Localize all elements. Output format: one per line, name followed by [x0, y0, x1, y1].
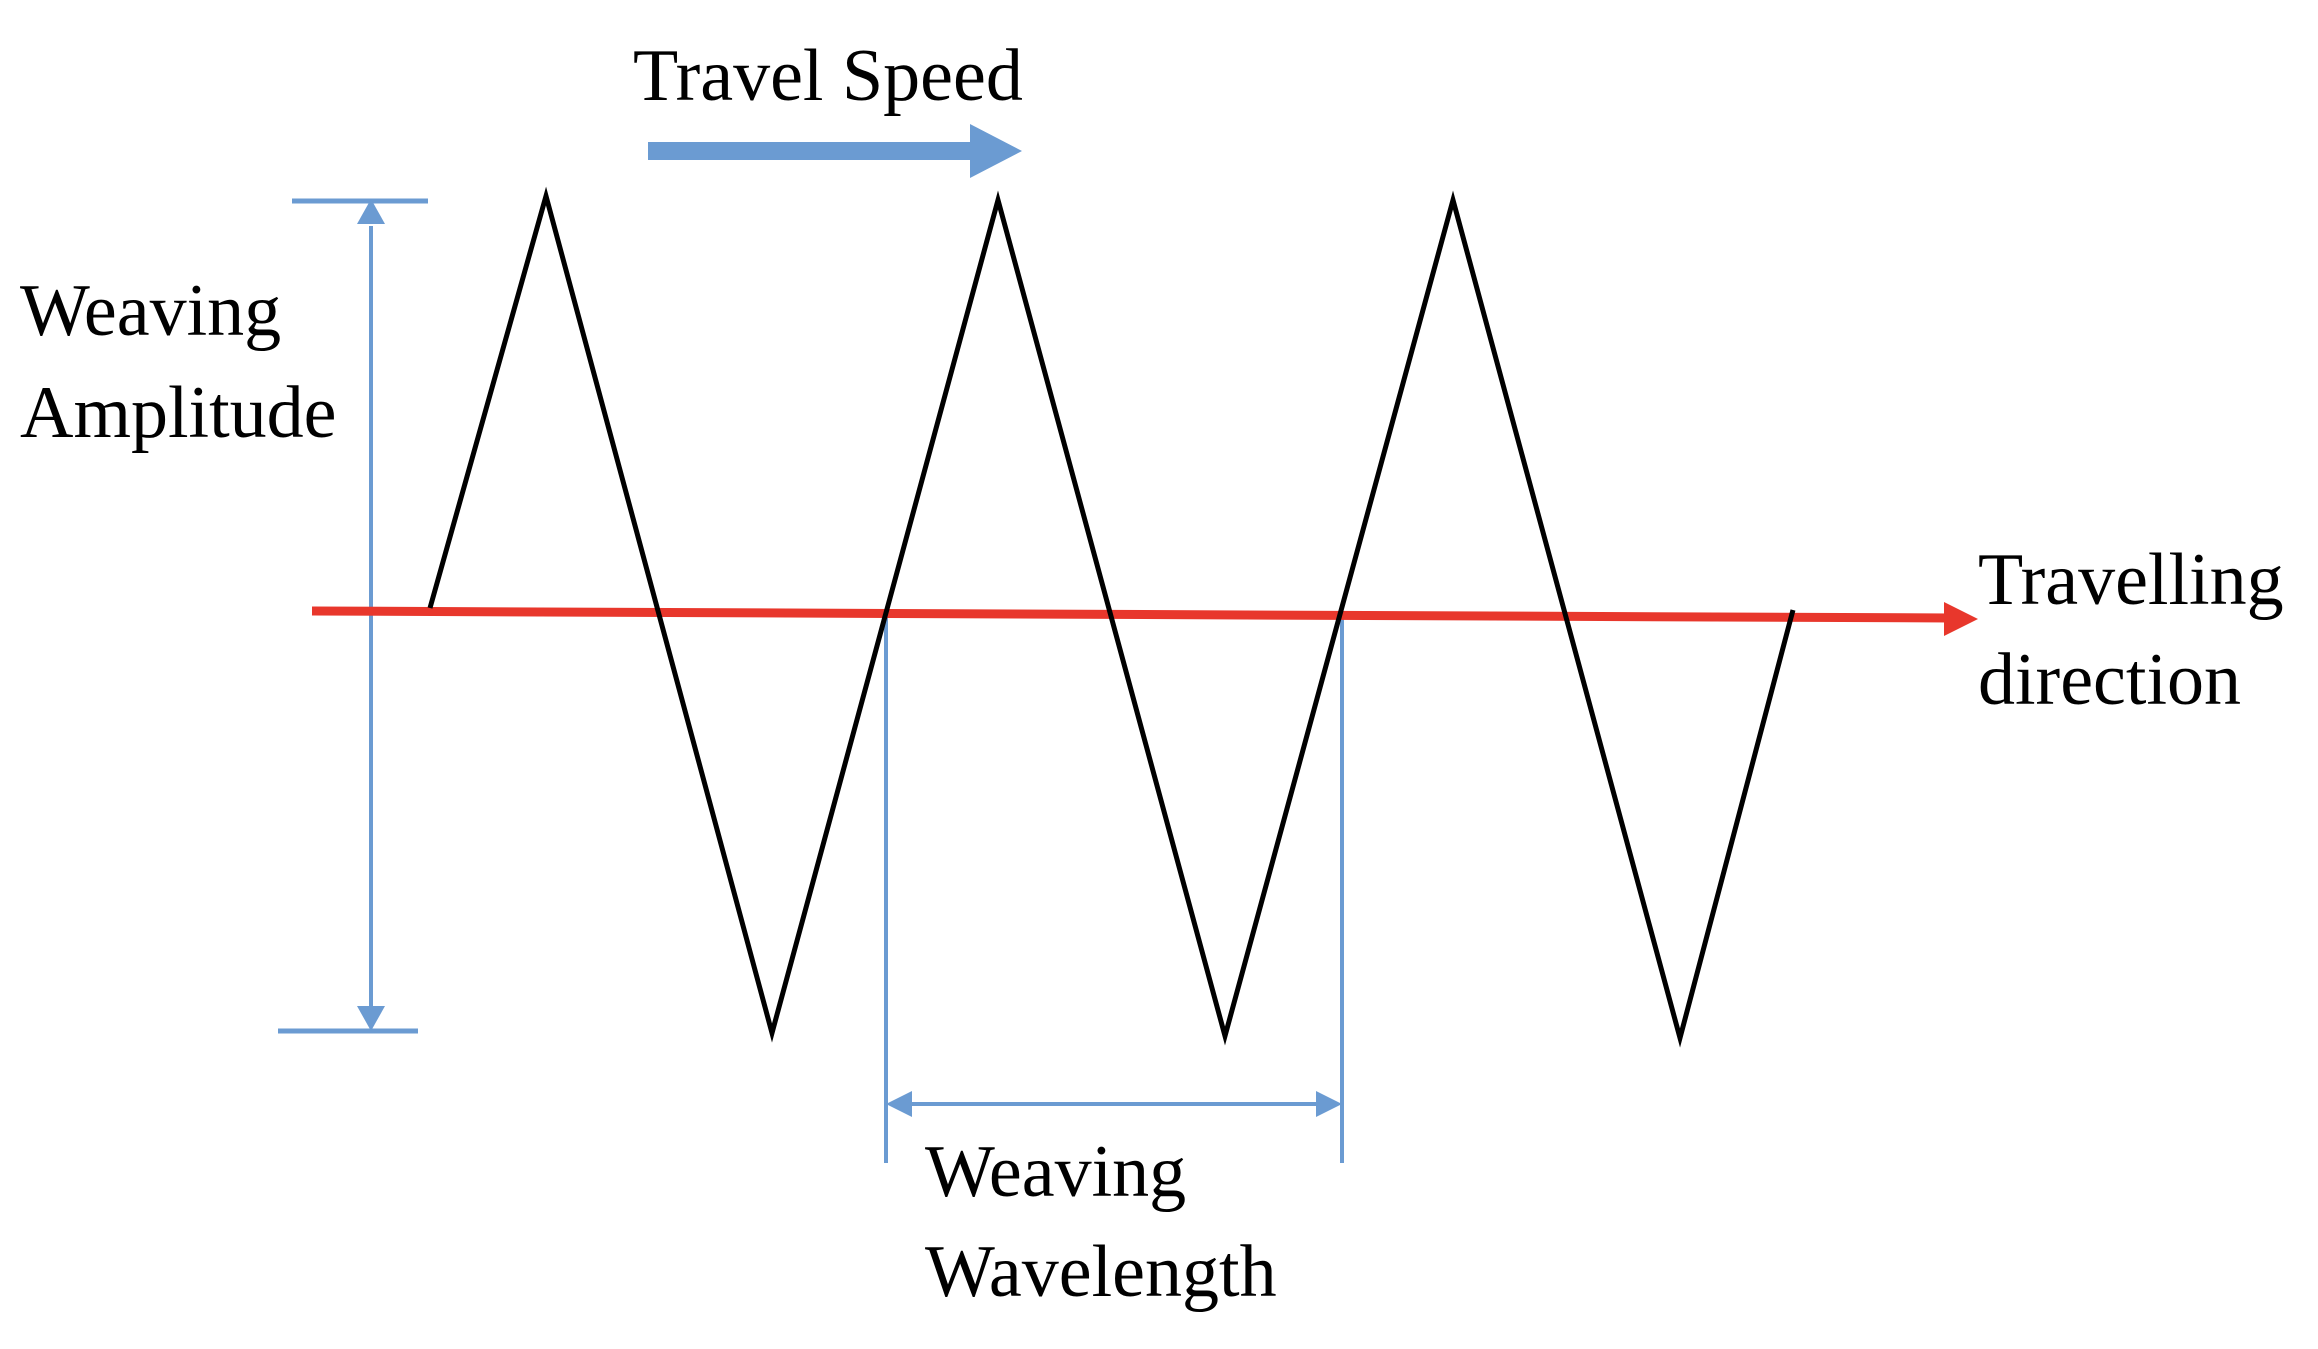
amplitude-arrow-head-top: [357, 199, 385, 224]
weaving-amplitude-dimension: [278, 198, 428, 1034]
weaving-path: [427, 186, 1796, 1048]
travel-axis-line: [311, 606, 1953, 623]
weaving-amplitude-label-line1: Weaving: [20, 270, 281, 352]
amplitude-arrow-head-bottom: [357, 1006, 385, 1031]
travelling-direction-label-line2: direction: [1978, 639, 2241, 721]
travel-speed-arrow: [648, 124, 1022, 178]
weaving-amplitude-label-line2: Amplitude: [20, 372, 337, 454]
wavelength-arrow-head-left: [886, 1091, 912, 1117]
travelling-direction-axis: [311, 602, 1978, 636]
travel-speed-label: Travel Speed: [633, 35, 1023, 117]
weaving-wavelength-dimension: [884, 612, 1344, 1163]
weaving-wavelength-label-line2: Wavelength: [925, 1231, 1277, 1313]
travelling-direction-label-line1: Travelling: [1978, 539, 2284, 621]
wavelength-arrow-head-right: [1316, 1091, 1342, 1117]
weaving-wavelength-label-line1: Weaving: [925, 1131, 1186, 1213]
travel-axis-arrow-head: [1944, 602, 1978, 636]
